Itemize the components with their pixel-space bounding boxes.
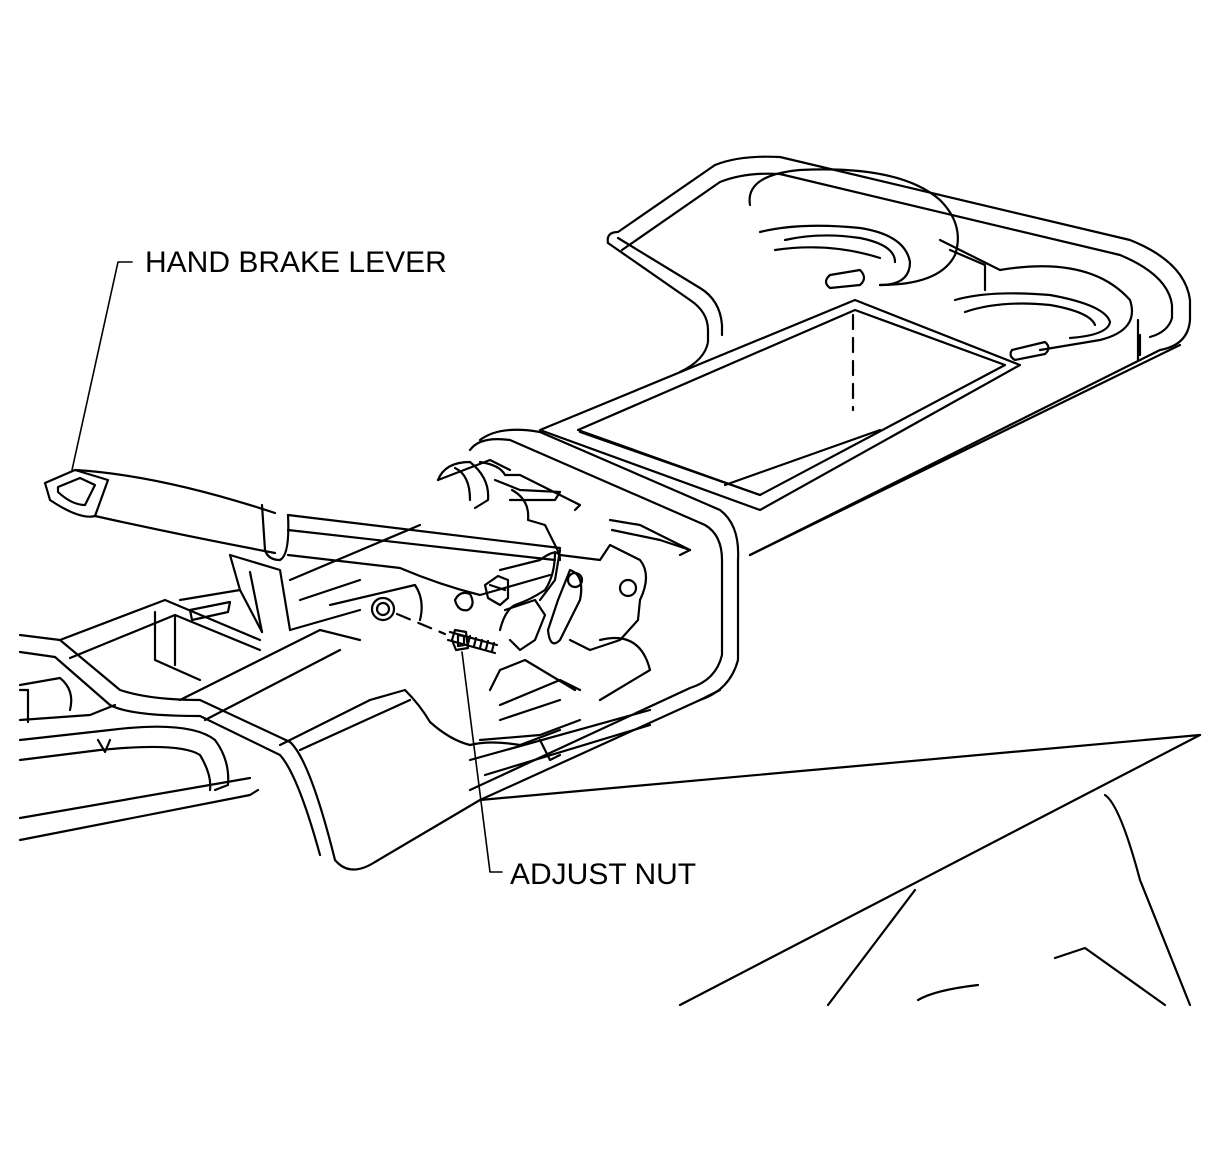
adjust-nut-assembly: [370, 596, 499, 655]
cup-holder-rear: [938, 238, 1134, 362]
callout-label-hand-brake-lever: HAND BRAKE LEVER: [145, 246, 447, 279]
callout-leader-adjust-nut: [461, 651, 503, 873]
callout-hand-brake-lever: HAND BRAKE LEVER: [71, 246, 447, 471]
console-rear-section: [468, 155, 1192, 802]
console-front-section: [18, 633, 482, 871]
console-interior: [58, 523, 722, 777]
hand-brake-lever: [43, 460, 692, 632]
callout-leader-hand-brake-lever: [71, 261, 133, 471]
storage-tray: [538, 298, 1022, 512]
console-side-panel: [478, 343, 1202, 1007]
brake-bracket: [436, 458, 648, 652]
callout-adjust-nut: ADJUST NUT: [461, 651, 696, 891]
cup-holder-front: [748, 168, 959, 290]
callout-label-adjust-nut: ADJUST NUT: [510, 858, 696, 891]
